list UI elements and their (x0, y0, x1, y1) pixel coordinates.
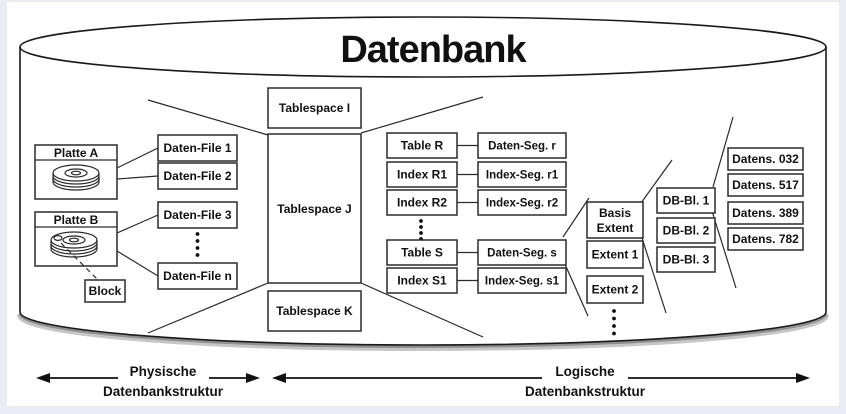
cylinder-body (19, 47, 827, 346)
extents: Basis Extent Extent 1 Extent 2 (586, 201, 644, 336)
data-files-ellipsis (195, 232, 200, 257)
extent-2-label: Extent 2 (592, 283, 639, 297)
data-file-2-box (157, 162, 238, 190)
db-block-2-box (656, 217, 716, 244)
data-seg-r-box (477, 132, 567, 159)
physical-legend-line2: Datenbankstruktur (103, 384, 224, 399)
extents-ellipsis (612, 309, 616, 336)
tablespace-i-label: Tablespace I (279, 101, 350, 115)
tablespace-to-segments-fan-top (360, 96, 484, 134)
data-file-3-label: Daten-File 3 (163, 208, 231, 222)
cylinder-top (19, 16, 827, 78)
record-782-label: Datens. 782 (732, 232, 799, 246)
table-s-label: Table S (401, 246, 443, 260)
db-block-1-box (656, 187, 716, 214)
tablespace-k-label: Tablespace K (276, 304, 353, 318)
tablespace-i-box (267, 87, 362, 129)
record-517-label: Datens. 517 (732, 178, 799, 192)
index-seg-r2-label: Index-Seg. r2 (486, 198, 558, 210)
index-s1-label: Index S1 (397, 274, 447, 288)
disk-file-connectors (116, 147, 159, 277)
index-seg-r1-box (477, 161, 567, 188)
table-r-label: Table R (401, 139, 444, 153)
database-cylinder (17, 16, 829, 351)
dbblock-to-records-fan-top (712, 116, 734, 188)
extent-2-box (586, 275, 644, 304)
data-file-1-label: Daten-File 1 (163, 141, 231, 155)
disk-a-label: Platte A (54, 146, 99, 160)
data-file-3-box (157, 201, 238, 229)
segment-pairs: Table R Daten-Seg. r Index R1 Index-Seg.… (386, 132, 567, 294)
basis-extent-label-line2: Extent (597, 221, 634, 235)
extent-1-box (586, 240, 644, 269)
disk-a: Platte A (34, 144, 118, 200)
data-file-n-box (157, 262, 238, 290)
record-032-label: Datens. 032 (732, 152, 799, 166)
physical-legend-line1: Physische (130, 364, 197, 379)
record-389-label: Datens. 389 (732, 206, 799, 220)
disk-b-block-marker (53, 235, 63, 242)
diagram-title: Datenbank (340, 29, 527, 71)
physical-arrow-left-head (36, 373, 50, 383)
tablespace-j-box (267, 133, 362, 284)
db-block-1-label: DB-Bl. 1 (663, 194, 710, 208)
files-to-tablespace-fan-top (147, 99, 269, 136)
tablespaces: Tablespace I Tablespace J Tablespace K (267, 87, 362, 332)
disk-a-icon (52, 164, 100, 191)
data-seg-r-label: Daten-Seg. r (488, 141, 556, 153)
extent-1-label: Extent 1 (592, 248, 639, 262)
records: Datens. 032 Datens. 517 Datens. 389 Date… (727, 147, 804, 251)
fan-lines (147, 96, 737, 338)
block-label: Block (89, 284, 122, 298)
db-blocks: DB-Bl. 1 DB-Bl. 2 DB-Bl. 3 (656, 187, 716, 273)
db-block-3-box (656, 246, 716, 273)
table-r-box (386, 132, 458, 159)
cylinder-bottom-shadow-inner (18, 313, 828, 348)
basis-extent-box (586, 201, 644, 239)
tablespace-to-segments-fan-bottom (360, 282, 484, 338)
record-782-box (727, 227, 804, 251)
index-seg-r1-label: Index-Seg. r1 (486, 170, 559, 182)
index-s1-box (386, 267, 458, 294)
data-seg-s-label: Daten-Seg. s (487, 248, 557, 260)
block-box (84, 279, 126, 303)
disk-b: Platte B (34, 211, 118, 267)
segment-to-extents-fan-bottom (563, 261, 589, 317)
tablespace-k-box (267, 290, 362, 332)
record-032-box (727, 147, 804, 171)
logical-arrow-left-head (272, 373, 286, 383)
disk-b-icon (50, 231, 98, 258)
index-r1-label: Index R1 (397, 168, 447, 182)
logical-arrow-right-head (796, 373, 810, 383)
segment-to-extents-fan-top (562, 197, 590, 238)
index-seg-s1-label: Index-Seg. s1 (485, 276, 560, 288)
data-seg-s-box (477, 239, 567, 266)
data-files: Daten-File 1 Daten-File 2 Daten-File 3 D… (157, 134, 238, 290)
db-block-3-label: DB-Bl. 3 (663, 253, 710, 267)
logical-legend-line1: Logische (555, 364, 615, 379)
data-file-2-label: Daten-File 2 (163, 169, 231, 183)
db-block-2-label: DB-Bl. 2 (663, 224, 710, 238)
data-file-n-label: Daten-File n (163, 269, 232, 283)
extent-to-dbblocks-fan-top (640, 159, 673, 204)
legend-logical: Logische Datenbankstruktur (272, 364, 810, 399)
basis-extent-label-line1: Basis (599, 206, 631, 220)
extent-to-dbblocks-fan-bottom (641, 237, 667, 314)
physical-arrow-right-head (246, 373, 260, 383)
record-517-box (727, 173, 804, 197)
disk-b-label: Platte B (54, 213, 99, 227)
data-file-1-box (157, 134, 238, 162)
files-to-tablespace-fan-bottom (147, 282, 269, 334)
index-seg-r2-box (477, 189, 567, 216)
record-389-box (727, 201, 804, 225)
legend-physical: Physische Datenbankstruktur (36, 364, 260, 399)
index-r2-label: Index R2 (397, 196, 447, 210)
block: Block (84, 279, 126, 303)
tablespace-j-label: Tablespace J (277, 202, 351, 216)
logical-legend-line2: Datenbankstruktur (525, 384, 646, 399)
index-seg-s1-box (477, 267, 567, 294)
dbblock-to-records-fan-bottom (711, 210, 737, 289)
